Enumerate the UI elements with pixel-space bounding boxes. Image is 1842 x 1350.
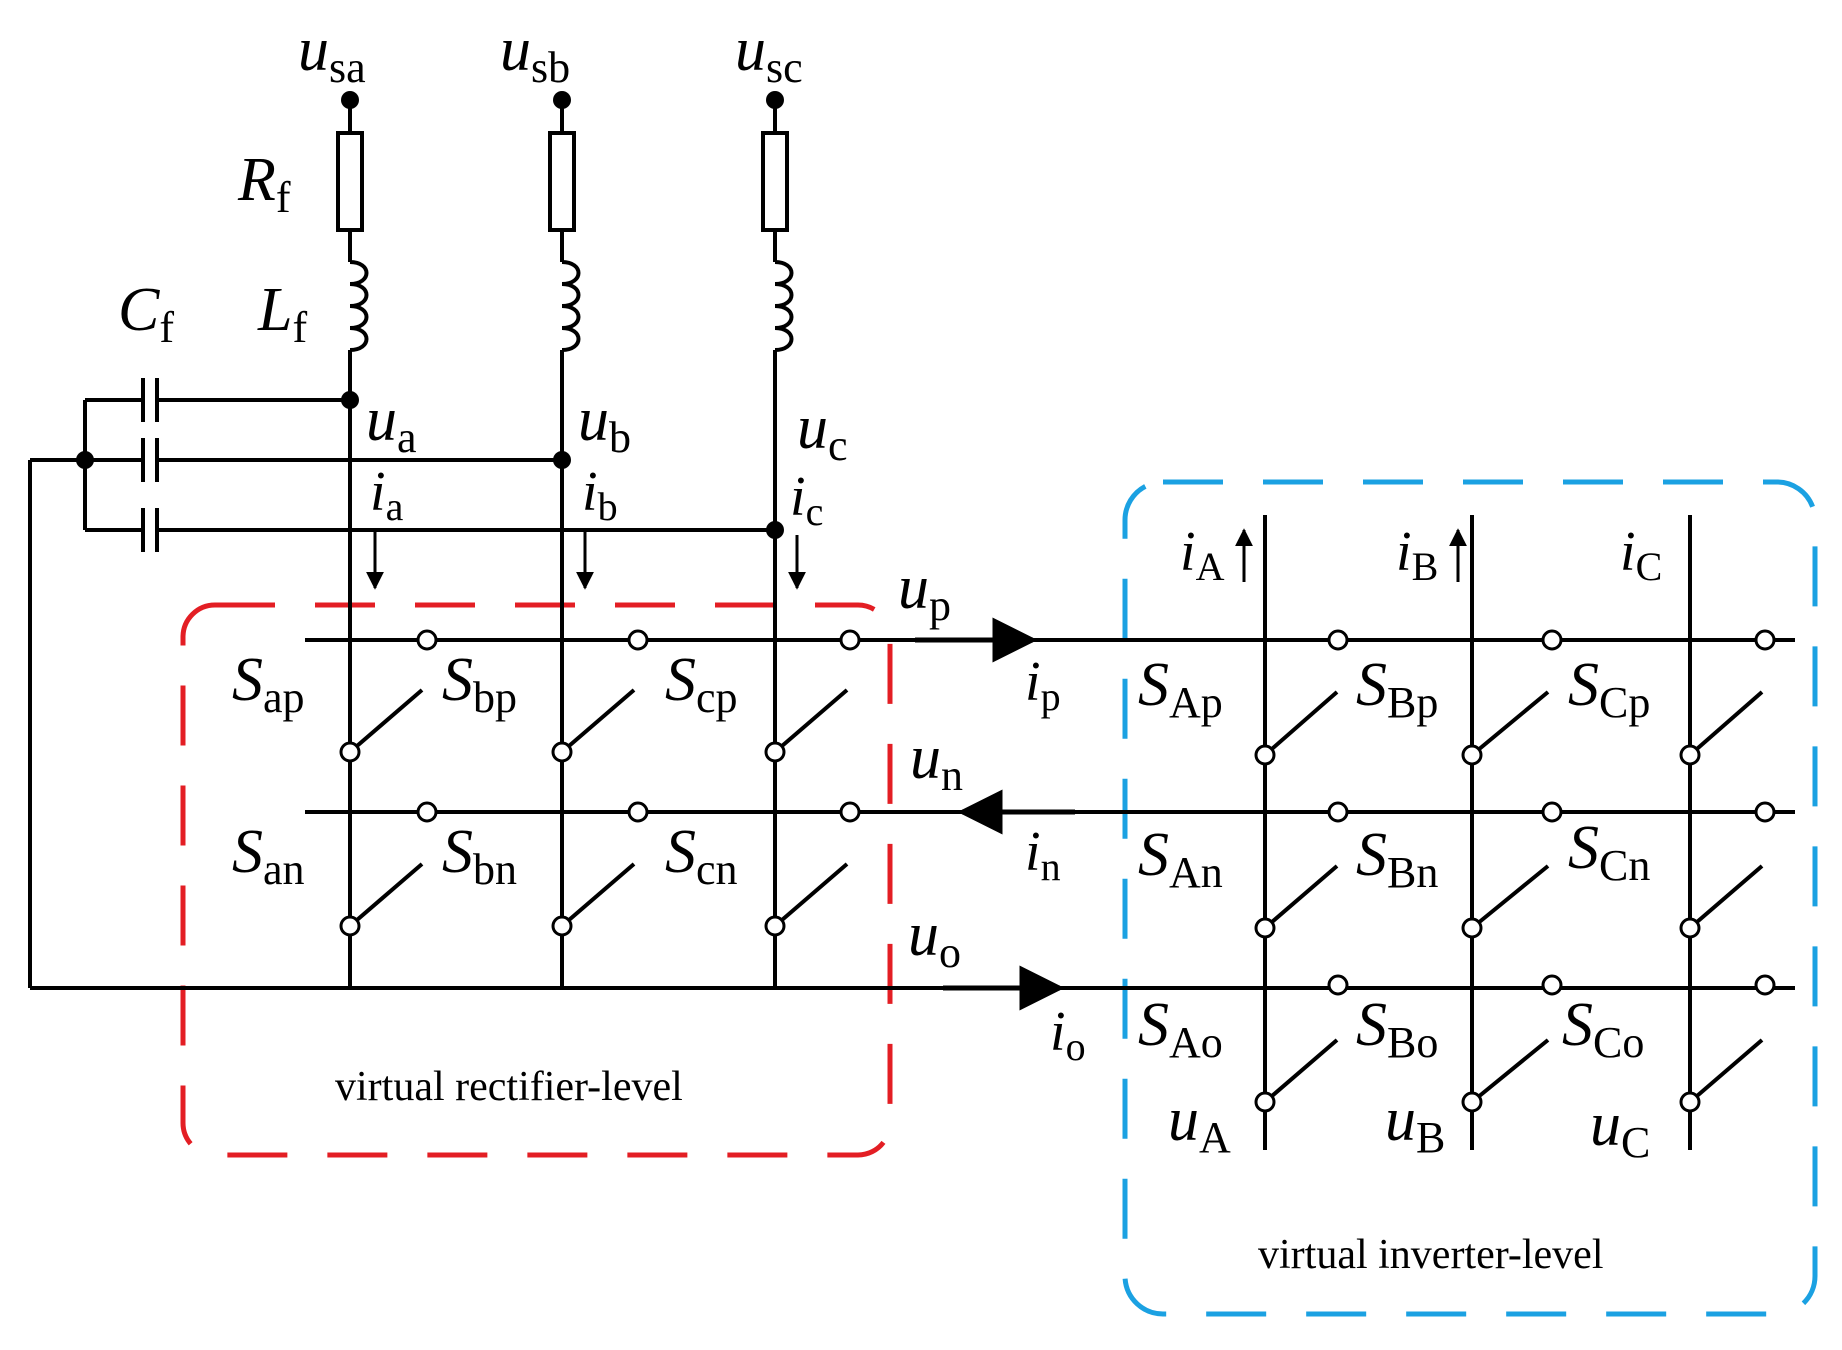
switch-Cp-label: SCp <box>1568 651 1650 727</box>
capacitor-bank <box>28 378 784 988</box>
inverter-switch-grid <box>1254 515 1776 1150</box>
phase-voltage-a-label: ua <box>366 386 417 462</box>
phase-voltage-b-label: ub <box>578 386 631 462</box>
switch-ap-label: Sap <box>232 646 305 722</box>
switch-bn-label: Sbn <box>442 818 517 894</box>
dc-voltage-p-label: up <box>898 554 951 630</box>
output-voltage-B-label: uB <box>1385 1086 1445 1162</box>
phase-current-c-label: ic <box>790 466 823 534</box>
phase-b-input-branch <box>548 91 581 988</box>
dc-current-o-label: io <box>1050 1001 1086 1069</box>
output-current-B-label: iB <box>1396 521 1438 589</box>
switch-cp-label: Scp <box>665 646 738 722</box>
switch-Bp-label: SBp <box>1356 651 1438 727</box>
filter-capacitor-label: Cf <box>118 276 174 352</box>
switch-Cn-label: SCn <box>1568 814 1650 890</box>
filter-inductor-label: Lf <box>257 276 307 352</box>
dc-voltage-o-label: uo <box>908 901 961 977</box>
rectifier-level-box <box>180 602 893 1158</box>
rectifier-level-caption: virtual rectifier-level <box>335 1064 683 1110</box>
source-voltage-c-label: usc <box>735 16 803 92</box>
output-current-A-label: iA <box>1180 521 1225 589</box>
switch-An-label: SAn <box>1138 821 1223 897</box>
phase-current-a-label: ia <box>370 461 404 529</box>
phase-current-b-label: ib <box>582 461 618 529</box>
switch-bp-label: Sbp <box>442 646 517 722</box>
phase-a-input-branch <box>336 91 369 988</box>
filter-resistor-label: Rf <box>237 146 291 222</box>
source-voltage-a-label: usa <box>298 16 366 92</box>
inverter-level-box <box>1122 479 1818 1317</box>
phase-voltage-c-label: uc <box>797 394 848 470</box>
output-current-C-label: iC <box>1620 521 1662 589</box>
switch-an-label: San <box>232 818 305 894</box>
output-voltage-A-label: uA <box>1168 1086 1231 1162</box>
source-voltage-b-label: usb <box>500 16 570 92</box>
rectifier-switch-grid <box>305 629 861 937</box>
phase-c-input-branch <box>761 91 794 988</box>
switch-Co-label: SCo <box>1562 991 1644 1067</box>
switch-Ap-label: SAp <box>1138 651 1223 727</box>
switch-Bo-label: SBo <box>1356 991 1438 1067</box>
dc-voltage-n-label: un <box>910 724 963 800</box>
switch-Bn-label: SBn <box>1356 821 1438 897</box>
inverter-level-caption: virtual inverter-level <box>1258 1232 1604 1278</box>
dc-current-n-label: in <box>1025 821 1061 889</box>
dc-current-p-label: ip <box>1025 651 1061 719</box>
output-voltage-C-label: uC <box>1590 1091 1650 1167</box>
switch-cn-label: Scn <box>665 818 738 894</box>
switch-Ao-label: SAo <box>1138 991 1223 1067</box>
